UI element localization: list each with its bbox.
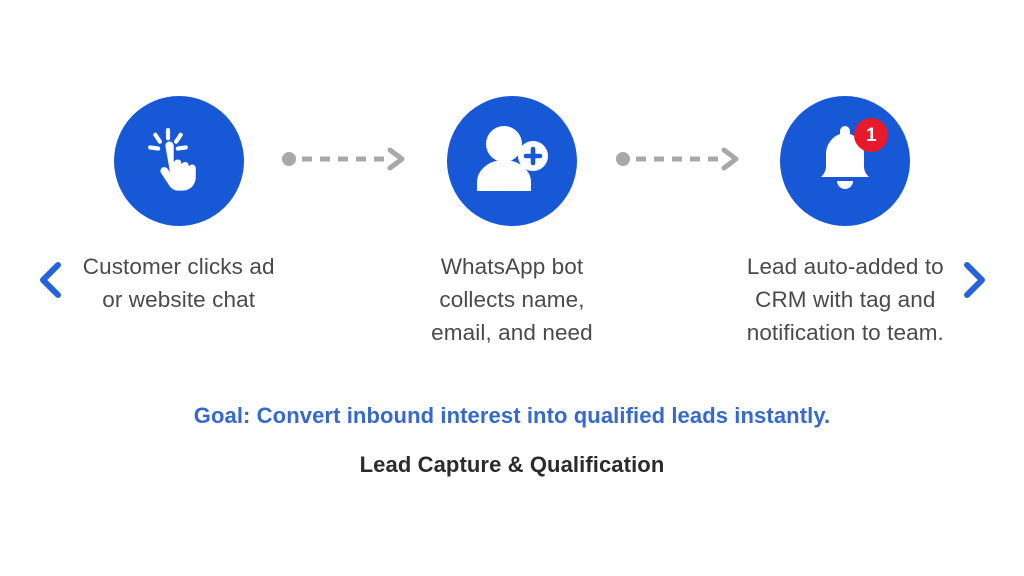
notification-count-badge: 1: [854, 118, 889, 152]
process-step-1[interactable]: Customer clicks ad or website chat: [78, 96, 279, 316]
click-hand-cursor-icon: [142, 122, 216, 201]
process-step-2[interactable]: WhatsApp bot collects name, email, and n…: [411, 96, 612, 349]
step-2-icon-circle: [446, 96, 577, 226]
slide-subtitle: Lead Capture & Qualification: [359, 452, 665, 477]
notification-bell-icon: 1: [810, 118, 889, 200]
dashed-arrow-right-icon: [615, 146, 743, 177]
chevron-left-icon: [37, 260, 63, 305]
dashed-arrow-right-icon: [281, 146, 409, 177]
add-user-icon: [473, 123, 551, 200]
step-1-icon-circle: [113, 96, 244, 226]
process-steps-row: Customer clicks ad or website chat: [78, 96, 946, 349]
connector-2: [613, 96, 745, 226]
chevron-right-icon: [961, 260, 987, 305]
connector-1: [279, 96, 411, 226]
goal-statement: Goal: Convert inbound interest into qual…: [193, 403, 831, 428]
step-3-label: Lead auto-added to CRM with tag and noti…: [746, 254, 944, 345]
step-2-label: WhatsApp bot collects name, email, and n…: [431, 254, 593, 345]
prev-slide-button[interactable]: [28, 258, 72, 306]
next-slide-button[interactable]: [952, 258, 996, 306]
step-1-label: Customer clicks ad or website chat: [82, 254, 275, 312]
step-3-icon-circle: 1: [780, 96, 911, 226]
process-step-3[interactable]: 1 Lead auto-added to CRM with tag and no…: [745, 96, 946, 349]
